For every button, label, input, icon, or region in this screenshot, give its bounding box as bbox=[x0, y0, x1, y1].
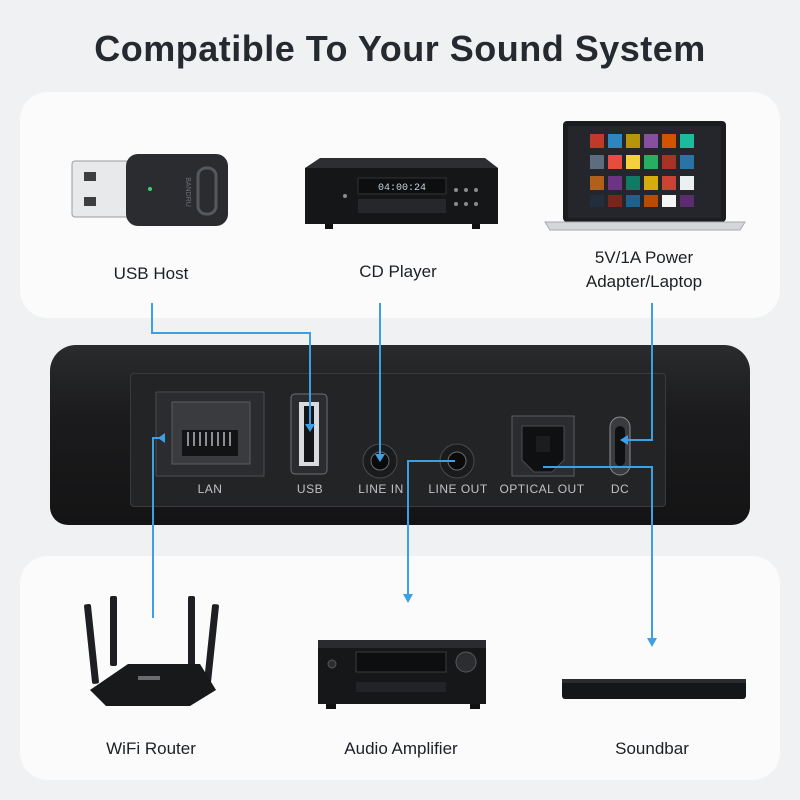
router-icon bbox=[84, 596, 219, 706]
usb-connector-line bbox=[151, 303, 311, 430]
line-in-arrow-icon bbox=[375, 454, 385, 462]
port-label-dc: DC bbox=[610, 482, 630, 496]
line-out-arrow-icon bbox=[403, 594, 413, 603]
usb-host-label: USB Host bbox=[113, 264, 189, 283]
lan-connector-line bbox=[152, 437, 160, 618]
power-adapter-label-line2: Adapter/Laptop bbox=[585, 272, 703, 291]
usb-dongle-icon: BANDRU bbox=[71, 154, 228, 226]
port-label-lan: LAN bbox=[197, 482, 223, 496]
port-label-line-out: LINE OUT bbox=[428, 482, 488, 496]
laptop-icon bbox=[544, 121, 746, 231]
dc-connector-line bbox=[622, 303, 653, 441]
usb-brand-text: BANDRU bbox=[184, 177, 191, 207]
lan-port-icon bbox=[155, 391, 265, 477]
dc-port-icon bbox=[609, 416, 631, 476]
port-label-optical-out: OPTICAL OUT bbox=[499, 482, 585, 496]
audio-amplifier-label: Audio Amplifier bbox=[344, 739, 458, 758]
port-label-usb: USB bbox=[296, 482, 324, 496]
dc-arrow-icon bbox=[620, 435, 628, 445]
amplifier-icon bbox=[318, 640, 486, 709]
usb-arrow-icon bbox=[305, 424, 315, 432]
cd-player-label: CD Player bbox=[359, 262, 437, 281]
soundbar-label: Soundbar bbox=[615, 739, 689, 758]
power-adapter-label-line1: 5V/1A Power bbox=[594, 248, 694, 267]
optical-connector-line bbox=[543, 466, 653, 640]
cd-player-icon: 04:00:24 bbox=[305, 158, 498, 229]
lan-arrow-icon bbox=[158, 433, 165, 443]
cd-display-text: 04:00:24 bbox=[378, 183, 426, 194]
power-adapter-label: 5V/1A Power Adapter/Laptop bbox=[544, 246, 744, 294]
wifi-router-label: WiFi Router bbox=[106, 739, 196, 758]
connector-lines bbox=[151, 303, 657, 647]
optical-arrow-icon bbox=[647, 638, 657, 647]
port-label-line-in: LINE IN bbox=[358, 482, 404, 496]
page-title: Compatible To Your Sound System bbox=[94, 28, 706, 69]
soundbar-icon bbox=[562, 679, 746, 699]
line-out-connector-line bbox=[407, 460, 455, 596]
usb-port-icon bbox=[290, 393, 328, 475]
streamer-device bbox=[50, 345, 750, 525]
line-out-jack-icon bbox=[439, 443, 475, 479]
